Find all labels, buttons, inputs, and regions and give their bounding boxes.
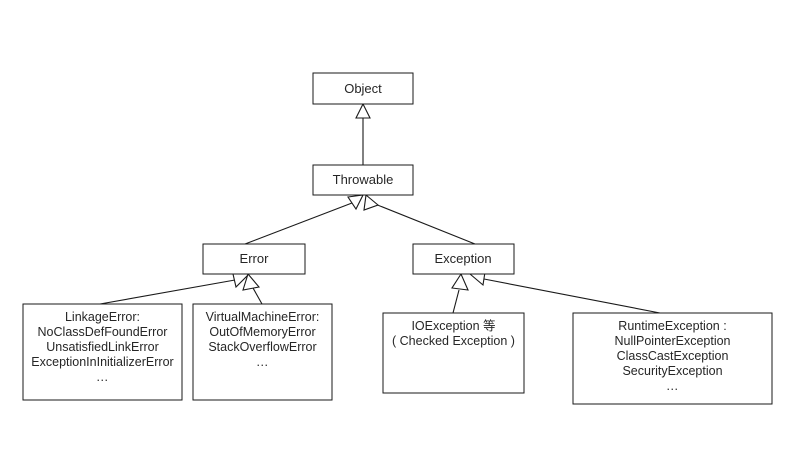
generalization-arrowhead-icon bbox=[363, 193, 380, 211]
node-linkage-error[interactable]: LinkageError: NoClassDefFoundError Unsat… bbox=[22, 303, 183, 401]
node-exception-label: Exception bbox=[434, 251, 491, 266]
node-throwable-box[interactable] bbox=[312, 164, 414, 196]
generalization-arrowhead-icon bbox=[242, 272, 261, 291]
edge-error-extends-throwable bbox=[244, 194, 364, 245]
node-virtual-machine-error-line-3: StackOverflowError bbox=[208, 340, 316, 354]
node-runtime-exception-line-3: ClassCastException bbox=[617, 349, 729, 363]
node-runtime-exception-box[interactable] bbox=[572, 312, 773, 405]
node-virtual-machine-error-line-1: VirtualMachineError: bbox=[206, 310, 320, 324]
node-virtual-machine-error-line-2: OutOfMemoryError bbox=[209, 325, 315, 339]
node-io-exception[interactable]: IOException 等 ( Checked Exception ) bbox=[382, 312, 525, 394]
node-io-exception-box[interactable] bbox=[382, 312, 525, 394]
edge-line bbox=[99, 279, 236, 305]
node-linkage-error-ellipsis: ... bbox=[97, 370, 109, 384]
node-runtime-exception-line-2: NullPointerException bbox=[614, 334, 730, 348]
edge-throwable-extends-object bbox=[355, 102, 371, 165]
generalization-arrowhead-icon bbox=[355, 102, 371, 119]
edge-line bbox=[483, 278, 661, 314]
node-linkage-error-line-1: LinkageError: bbox=[65, 310, 140, 324]
node-virtual-machine-error-ellipsis: ... bbox=[257, 355, 269, 369]
edge-runtime-exception-extends-exception bbox=[468, 271, 661, 314]
node-throwable[interactable]: Throwable bbox=[312, 164, 414, 196]
node-linkage-error-box[interactable] bbox=[22, 303, 183, 401]
edge-virtual-machine-error-extends-error bbox=[242, 272, 263, 305]
node-object-label: Object bbox=[344, 81, 382, 96]
node-exception[interactable]: Exception bbox=[412, 243, 515, 275]
node-io-exception-line-1: IOException 等 bbox=[411, 318, 495, 333]
node-error-label: Error bbox=[240, 251, 270, 266]
edge-linkage-error-extends-error bbox=[99, 273, 251, 305]
edge-io-exception-extends-exception bbox=[451, 272, 469, 314]
node-runtime-exception-line-4: SecurityException bbox=[622, 364, 722, 378]
edge-line bbox=[244, 202, 353, 245]
generalization-arrowhead-icon bbox=[451, 272, 469, 291]
node-virtual-machine-error-box[interactable] bbox=[192, 303, 333, 401]
node-linkage-error-line-4: ExceptionInInitializerError bbox=[31, 355, 173, 369]
node-virtual-machine-error[interactable]: VirtualMachineError: OutOfMemoryError St… bbox=[192, 303, 333, 401]
edge-exception-extends-throwable bbox=[363, 193, 476, 245]
node-runtime-exception-ellipsis: ... bbox=[667, 379, 679, 393]
edge-line bbox=[252, 287, 263, 305]
edge-line bbox=[374, 203, 476, 245]
node-object[interactable]: Object bbox=[312, 72, 414, 105]
node-error-box[interactable] bbox=[202, 243, 306, 275]
generalization-arrowhead-icon bbox=[347, 194, 364, 211]
node-throwable-label: Throwable bbox=[333, 172, 394, 187]
node-error[interactable]: Error bbox=[202, 243, 306, 275]
node-exception-box[interactable] bbox=[412, 243, 515, 275]
node-linkage-error-line-3: UnsatisfiedLinkError bbox=[46, 340, 159, 354]
node-object-box[interactable] bbox=[312, 72, 414, 105]
node-linkage-error-line-2: NoClassDefFoundError bbox=[38, 325, 168, 339]
node-runtime-exception-line-1: RuntimeException : bbox=[618, 319, 726, 333]
node-io-exception-line-2: ( Checked Exception ) bbox=[392, 334, 515, 348]
edge-line bbox=[452, 289, 460, 314]
node-runtime-exception[interactable]: RuntimeException : NullPointerException … bbox=[572, 312, 773, 405]
